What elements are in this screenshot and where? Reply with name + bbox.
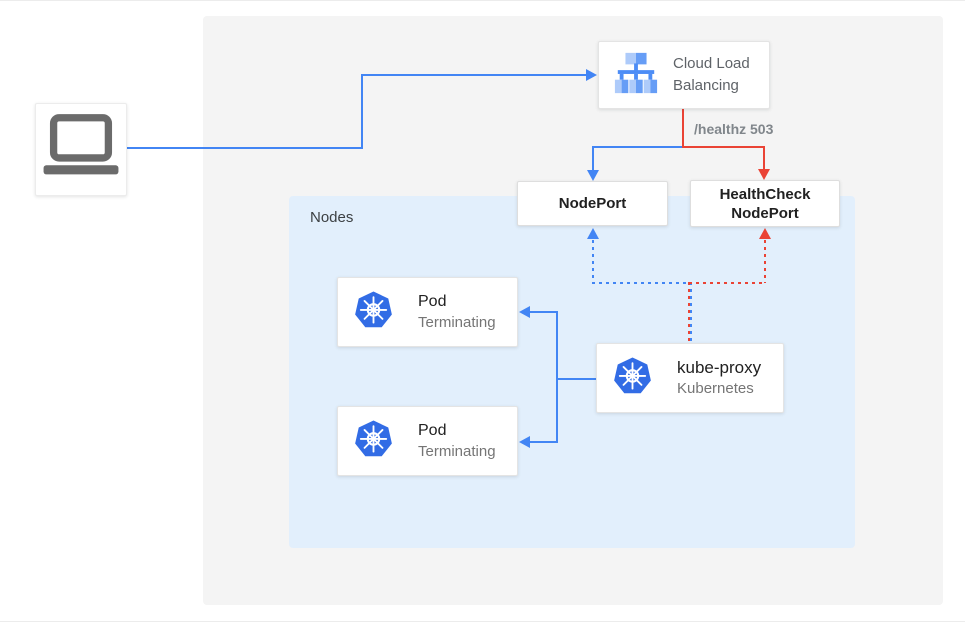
arrowhead-into-pod2	[519, 436, 530, 448]
nodeport-label: NodePort	[558, 195, 627, 212]
nodes-panel-label: Nodes	[310, 209, 354, 226]
kubernetes-icon	[612, 355, 653, 401]
cloud-load-balancing-icon	[613, 52, 659, 99]
dotted-up-to-healthcheck	[764, 240, 766, 283]
edge-pods-vertical	[556, 311, 558, 443]
dotted-horizontal-red	[689, 282, 766, 284]
top-divider	[0, 0, 965, 1]
dotted-up-to-nodeport	[592, 240, 594, 283]
kube-proxy-text: kube-proxy Kubernetes	[677, 357, 761, 399]
pod2-title: Pod	[418, 422, 447, 439]
pod1-status: Terminating	[418, 314, 496, 331]
arrowhead-into-clb	[586, 69, 597, 81]
edge-branch-blue	[592, 146, 683, 148]
edge-to-nodeport	[592, 146, 594, 172]
dotted-kubeproxy-up-red	[688, 282, 690, 343]
edge-to-healthcheck-nodeport	[763, 146, 765, 171]
arrowhead-into-nodeport	[587, 170, 599, 181]
client-card	[35, 103, 127, 196]
edge-branch-red	[682, 146, 765, 148]
pod1-card: Pod Terminating	[337, 277, 518, 347]
edge-kubeproxy-left	[557, 378, 596, 380]
bottom-divider	[0, 621, 965, 622]
edge-client-horizontal	[127, 147, 363, 149]
edge-client-to-clb	[361, 74, 587, 76]
healthcheck-nodeport-card: HealthCheck NodePort	[690, 180, 840, 227]
kubernetes-icon	[353, 418, 394, 464]
nodeport-card: NodePort	[517, 181, 668, 226]
arrowhead-up-healthcheck	[759, 228, 771, 239]
healthz-503-label: /healthz 503	[694, 121, 774, 137]
arrowhead-into-pod1	[519, 306, 530, 318]
dotted-kubeproxy-up-blue	[690, 282, 692, 343]
pod2-card: Pod Terminating	[337, 406, 518, 476]
arrowhead-into-healthcheck-nodeport	[758, 169, 770, 180]
pod2-status: Terminating	[418, 443, 496, 460]
cloud-load-balancing-card: Cloud Load Balancing	[598, 41, 770, 109]
cloud-load-balancing-label: Cloud Load Balancing	[673, 55, 750, 94]
kube-proxy-card: kube-proxy Kubernetes	[596, 343, 784, 413]
pod1-title: Pod	[418, 293, 447, 310]
edge-clb-down	[682, 109, 684, 148]
edge-client-vertical	[361, 74, 363, 149]
edge-to-pod2	[529, 441, 557, 443]
edge-to-pod1	[529, 311, 557, 313]
kube-proxy-subtitle: Kubernetes	[677, 380, 754, 397]
kube-proxy-title: kube-proxy	[677, 358, 762, 377]
laptop-icon	[39, 105, 123, 194]
pod1-text: Pod Terminating	[418, 291, 496, 333]
dotted-horizontal-blue	[592, 282, 689, 284]
healthcheck-nodeport-label: HealthCheck NodePort	[719, 185, 811, 222]
arrowhead-up-nodeport	[587, 228, 599, 239]
pod2-text: Pod Terminating	[418, 420, 496, 462]
kubernetes-icon	[353, 289, 394, 335]
